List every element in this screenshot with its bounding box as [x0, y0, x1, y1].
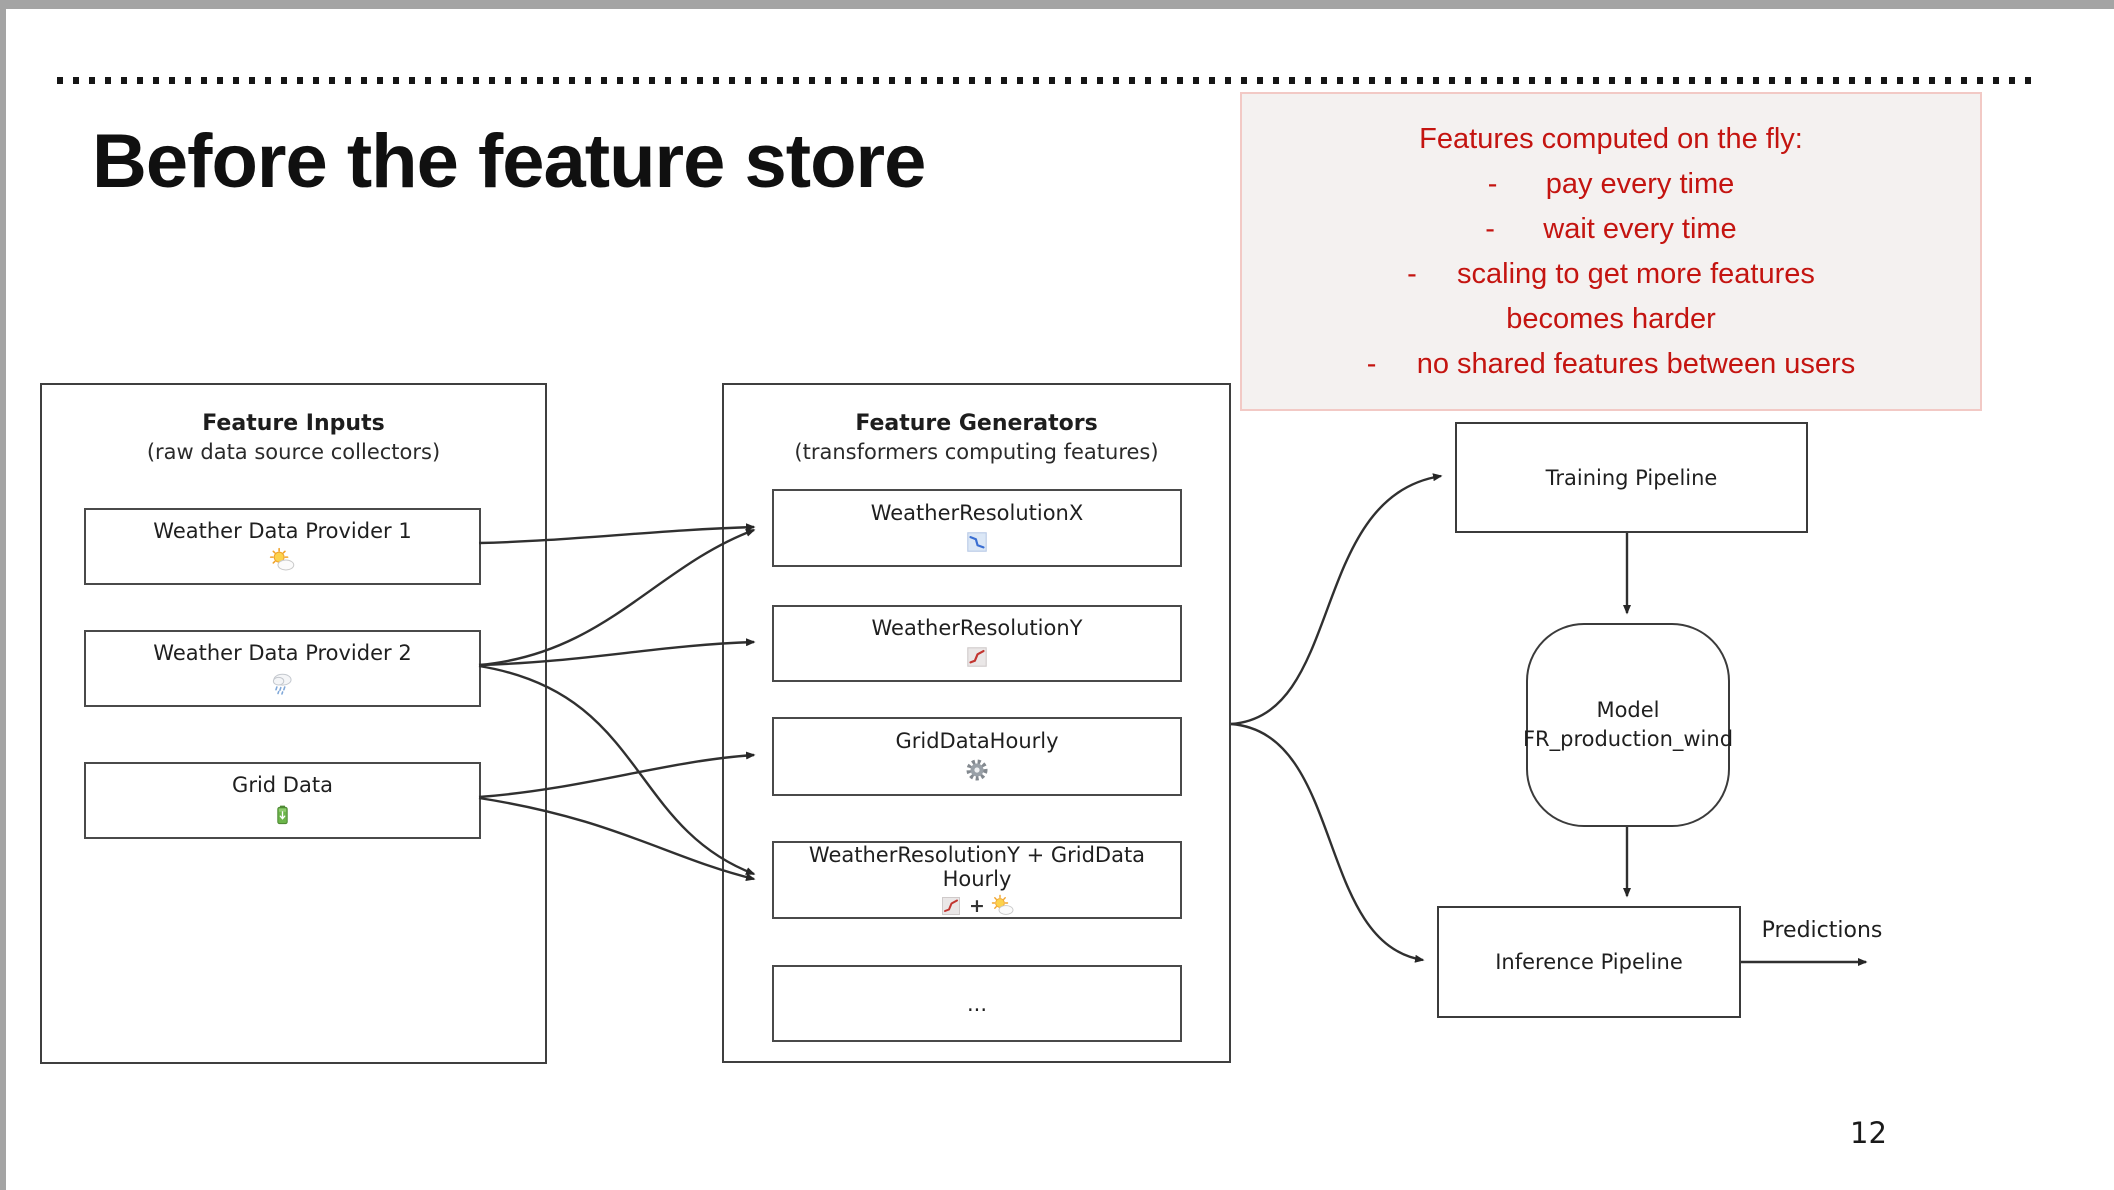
model-label-line2: FR_production_wind	[1522, 727, 1734, 751]
node-label: WeatherResolutionX	[870, 500, 1084, 525]
model-box: Model FR_production_wind	[1522, 623, 1734, 827]
page-title: Before the feature store	[92, 119, 926, 204]
node-label: GridDataHourly	[895, 729, 1059, 753]
warning-line: - pay every time	[1487, 167, 1735, 200]
node-label: Weather Data Provider 2	[153, 641, 412, 665]
chart-increasing-icon	[964, 644, 990, 670]
node-weather-resolution-y-plus-grid-data-hourly: WeatherResolutionY + GridData Hourly +	[772, 841, 1182, 919]
feature-inputs-title: Feature Inputs	[202, 411, 385, 436]
predictions-label: Predictions	[1761, 918, 1883, 943]
node-label: WeatherResolutionY	[871, 616, 1083, 640]
dotted-divider	[57, 77, 2040, 84]
node-weather-data-provider-1: Weather Data Provider 1	[84, 508, 481, 585]
gear-icon	[964, 757, 990, 783]
node-ellipsis: ...	[772, 965, 1182, 1042]
node-label: WeatherResolutionY + GridData Hourly	[808, 842, 1146, 891]
node-weather-data-provider-2: Weather Data Provider 2	[84, 630, 481, 707]
node-label: ...	[966, 991, 988, 1016]
window-frame-left	[0, 0, 6, 1190]
battery-icon	[270, 802, 295, 827]
warning-line: becomes harder	[1506, 302, 1716, 335]
feature-generators-subtitle: (transformers computing features)	[794, 440, 1159, 464]
sun-behind-cloud-icon	[269, 547, 296, 574]
node-weather-resolution-x: WeatherResolutionX	[772, 489, 1182, 567]
window-frame-top	[0, 0, 2114, 9]
feature-inputs-group: Feature Inputs (raw data source collecto…	[40, 383, 547, 1064]
sun-behind-cloud-icon	[991, 894, 1015, 918]
warning-line: - no shared features between users	[1366, 347, 1856, 380]
node-grid-data-hourly: GridDataHourly	[772, 717, 1182, 796]
feature-generators-title: Feature Generators	[855, 411, 1098, 436]
warning-line: Features computed on the fly:	[1419, 122, 1803, 155]
cloud-with-rain-icon	[269, 669, 296, 696]
page-number: 12	[1850, 1116, 1887, 1150]
node-label: Grid Data	[232, 773, 333, 797]
inference-pipeline-box: Inference Pipeline	[1437, 906, 1741, 1018]
model-label-line1: Model	[1596, 698, 1660, 722]
node-weather-resolution-y: WeatherResolutionY	[772, 605, 1182, 682]
feature-inputs-subtitle: (raw data source collectors)	[146, 440, 441, 464]
warning-line: - scaling to get more features	[1407, 257, 1815, 290]
training-pipeline-box: Training Pipeline	[1455, 422, 1808, 533]
warning-callout: Features computed on the fly: - pay ever…	[1240, 92, 1982, 411]
training-pipeline-label: Training Pipeline	[1545, 465, 1718, 490]
node-label: Weather Data Provider 1	[153, 519, 412, 543]
plus-separator: +	[969, 894, 985, 917]
chart-increasing-icon	[939, 894, 963, 918]
warning-line: - wait every time	[1485, 212, 1737, 245]
inference-pipeline-label: Inference Pipeline	[1495, 950, 1683, 974]
chart-decreasing-icon	[964, 529, 990, 555]
feature-generators-group: Feature Generators (transformers computi…	[722, 383, 1231, 1063]
node-grid-data: Grid Data	[84, 762, 481, 839]
